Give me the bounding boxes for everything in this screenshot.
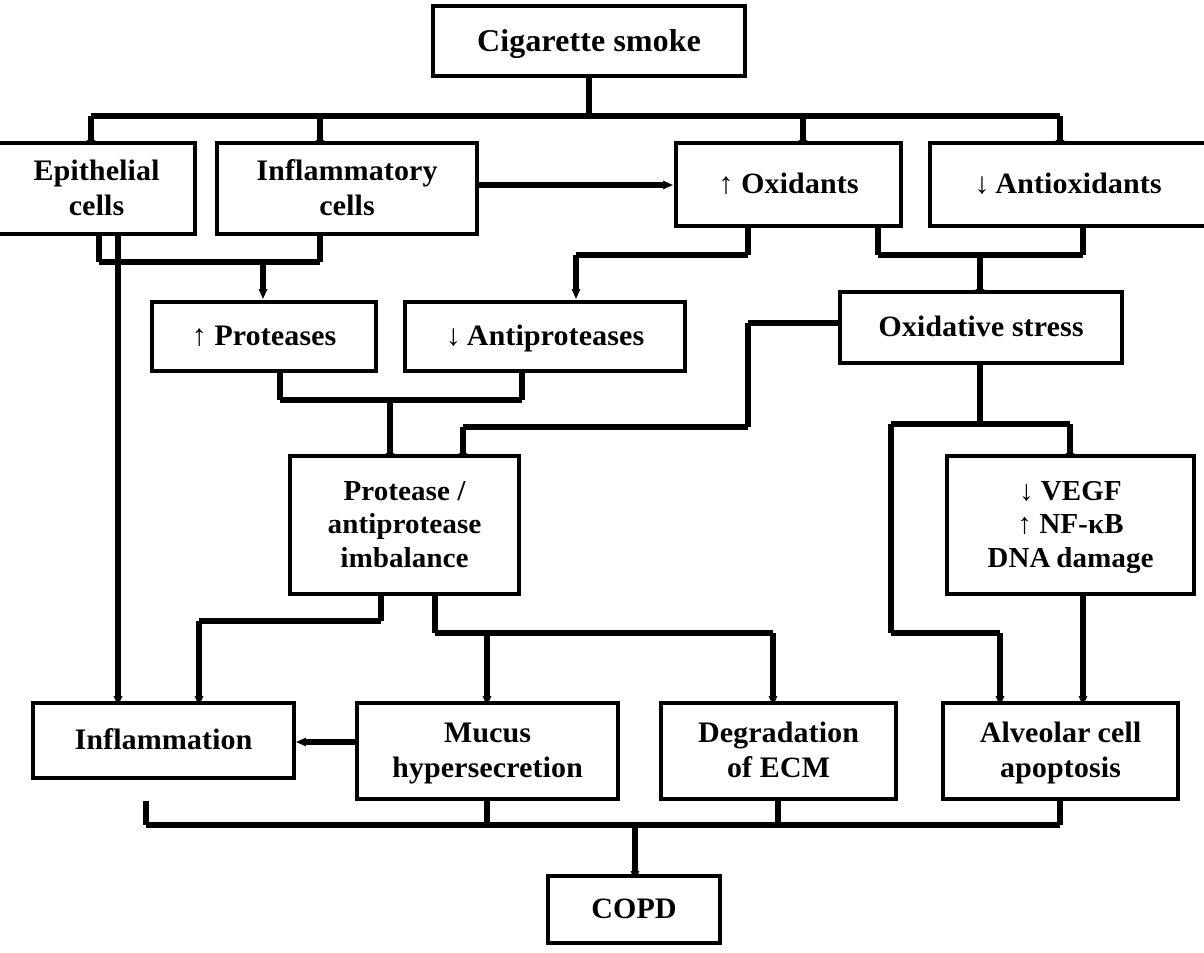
node-copd[interactable]: COPD: [546, 874, 722, 945]
node-degradation-ecm-label: Degradation of ECM: [697, 716, 860, 784]
node-inflammation-label: Inflammation: [74, 723, 253, 757]
node-proteases[interactable]: ↑ Proteases: [150, 300, 378, 373]
node-vegf-nfkb-dna[interactable]: ↓ VEGF ↑ NF-κB DNA damage: [945, 454, 1196, 596]
node-antioxidants-label: ↓ Antioxidants: [974, 167, 1162, 201]
node-cigarette-smoke-label: Cigarette smoke: [477, 22, 701, 59]
node-mucus-hypersecretion[interactable]: Mucus hypersecretion: [355, 701, 620, 801]
node-epithelial-cells-label: Epithelial cells: [33, 153, 160, 222]
node-antiproteases-label: ↓ Antiproteases: [445, 319, 645, 353]
node-oxidants-label: ↑ Oxidants: [718, 167, 859, 201]
node-mucus-hypersecretion-label: Mucus hypersecretion: [392, 716, 583, 784]
node-antiproteases[interactable]: ↓ Antiproteases: [403, 300, 687, 373]
node-alveolar-apoptosis[interactable]: Alveolar cell apoptosis: [941, 701, 1180, 801]
node-inflammatory-cells[interactable]: Inflammatory cells: [215, 141, 479, 236]
node-inflammatory-cells-label: Inflammatory cells: [256, 153, 438, 222]
node-proteases-label: ↑ Proteases: [191, 319, 337, 353]
node-antioxidants[interactable]: ↓ Antioxidants: [928, 141, 1204, 228]
node-protease-imbalance-label: Protease / antiprotease imbalance: [327, 474, 482, 574]
node-epithelial-cells[interactable]: Epithelial cells: [0, 141, 197, 236]
node-cigarette-smoke[interactable]: Cigarette smoke: [431, 4, 747, 78]
node-oxidative-stress-label: Oxidative stress: [878, 310, 1084, 344]
node-copd-label: COPD: [591, 892, 677, 926]
node-oxidants[interactable]: ↑ Oxidants: [674, 141, 903, 228]
node-alveolar-apoptosis-label: Alveolar cell apoptosis: [979, 716, 1142, 784]
node-inflammation[interactable]: Inflammation: [31, 701, 296, 780]
node-degradation-ecm[interactable]: Degradation of ECM: [659, 701, 898, 801]
node-oxidative-stress[interactable]: Oxidative stress: [838, 290, 1124, 365]
node-protease-imbalance[interactable]: Protease / antiprotease imbalance: [288, 454, 521, 596]
node-vegf-nfkb-dna-label: ↓ VEGF ↑ NF-κB DNA damage: [987, 474, 1154, 574]
